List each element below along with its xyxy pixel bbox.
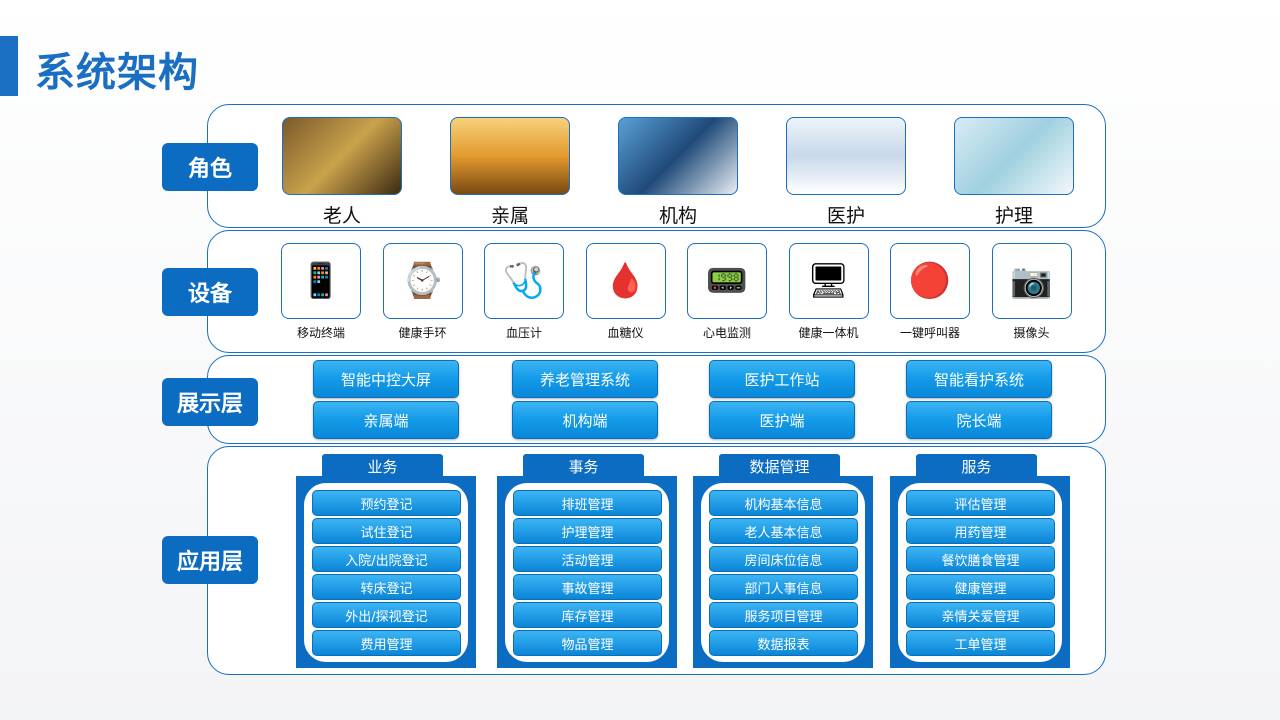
- device-image: 🩸: [585, 243, 666, 319]
- app-group-body: 排班管理护理管理活动管理事故管理库存管理物品管理: [505, 483, 669, 662]
- device-label: 移动终端: [296, 326, 345, 340]
- app-group-body: 机构基本信息老人基本信息房间床位信息部门人事信息服务项目管理数据报表: [701, 483, 865, 662]
- role-card: 亲属: [450, 117, 570, 228]
- role-card: 护理: [954, 117, 1074, 228]
- app-group-title: 服务: [916, 454, 1037, 478]
- app-module-item[interactable]: 机构基本信息: [709, 490, 858, 516]
- device-card: 🩺 血压计: [484, 243, 564, 341]
- layer-label-app: 应用层: [162, 536, 258, 584]
- device-card: 🖥 健康一体机: [788, 243, 869, 341]
- device-image: 📷: [991, 243, 1072, 319]
- device-icon: 📟: [705, 261, 749, 301]
- display-button[interactable]: 院长端: [906, 401, 1052, 439]
- app-module-item[interactable]: 用药管理: [906, 518, 1055, 544]
- app-module-item[interactable]: 餐饮膳食管理: [906, 546, 1055, 572]
- app-module-item[interactable]: 预约登记: [312, 490, 461, 516]
- device-image: 📱: [281, 243, 361, 319]
- device-image: ⌚: [382, 243, 463, 319]
- role-label: 护理: [994, 205, 1033, 227]
- device-icon: 🩺: [502, 261, 546, 301]
- app-module-item[interactable]: 库存管理: [513, 602, 662, 628]
- display-button[interactable]: 医护工作站: [709, 360, 855, 398]
- app-group: 排班管理护理管理活动管理事故管理库存管理物品管理: [497, 476, 677, 668]
- page-title: 系统架构: [35, 50, 199, 96]
- device-icon: 📱: [299, 261, 343, 301]
- device-card: 🔴 一键呼叫器: [890, 243, 970, 341]
- device-label: 心电监测: [702, 326, 751, 340]
- device-label: 血糖仪: [607, 326, 644, 340]
- device-card: 🩸 血糖仪: [585, 243, 666, 341]
- device-label: 健康一体机: [798, 326, 859, 340]
- layer-label-devices: 设备: [162, 268, 258, 316]
- app-module-item[interactable]: 部门人事信息: [709, 574, 858, 600]
- role-card: 医护: [786, 117, 906, 228]
- app-module-item[interactable]: 外出/探视登记: [312, 602, 461, 628]
- role-photo: [954, 117, 1074, 195]
- device-image: 🩺: [484, 243, 564, 319]
- device-image: 🔴: [890, 243, 970, 319]
- layer-label-roles: 角色: [162, 143, 258, 191]
- role-label: 医护: [826, 205, 865, 227]
- layer-label-display: 展示层: [162, 378, 258, 426]
- role-label: 机构: [658, 205, 697, 227]
- app-module-item[interactable]: 试住登记: [312, 518, 461, 544]
- device-label: 摄像头: [1013, 326, 1050, 340]
- app-group-body: 预约登记试住登记入院/出院登记转床登记外出/探视登记费用管理: [304, 483, 468, 662]
- role-label: 亲属: [490, 205, 529, 227]
- app-module-item[interactable]: 物品管理: [513, 630, 662, 656]
- role-label: 老人: [322, 205, 361, 227]
- app-module-item[interactable]: 房间床位信息: [709, 546, 858, 572]
- display-button[interactable]: 医护端: [709, 401, 855, 439]
- app-module-item[interactable]: 事故管理: [513, 574, 662, 600]
- role-card: 机构: [618, 117, 738, 228]
- app-group-title: 事务: [523, 454, 644, 478]
- device-image: 🖥: [788, 243, 869, 319]
- device-card: ⌚ 健康手环: [382, 243, 463, 341]
- app-module-item[interactable]: 入院/出院登记: [312, 546, 461, 572]
- device-icon: ⌚: [401, 261, 444, 301]
- device-image: 📟: [687, 243, 767, 319]
- app-module-item[interactable]: 评估管理: [906, 490, 1055, 516]
- display-button[interactable]: 智能中控大屏: [313, 360, 459, 398]
- app-module-item[interactable]: 转床登记: [312, 574, 461, 600]
- app-module-item[interactable]: 健康管理: [906, 574, 1055, 600]
- role-card: 老人: [282, 117, 402, 228]
- device-icon: 🖥: [806, 261, 851, 301]
- app-module-item[interactable]: 排班管理: [513, 490, 662, 516]
- app-module-item[interactable]: 活动管理: [513, 546, 662, 572]
- app-group: 评估管理用药管理餐饮膳食管理健康管理亲情关爱管理工单管理: [890, 476, 1070, 668]
- role-photo: [282, 117, 402, 195]
- display-button[interactable]: 亲属端: [313, 401, 459, 439]
- display-button[interactable]: 养老管理系统: [512, 360, 658, 398]
- device-icon: 🩸: [604, 261, 647, 301]
- display-button[interactable]: 机构端: [512, 401, 658, 439]
- app-group-title: 业务: [322, 454, 443, 478]
- app-group: 机构基本信息老人基本信息房间床位信息部门人事信息服务项目管理数据报表: [693, 476, 873, 668]
- app-module-item[interactable]: 费用管理: [312, 630, 461, 656]
- app-group-title: 数据管理: [719, 454, 840, 478]
- app-module-item[interactable]: 护理管理: [513, 518, 662, 544]
- app-group: 预约登记试住登记入院/出院登记转床登记外出/探视登记费用管理: [296, 476, 476, 668]
- device-card: 📟 心电监测: [687, 243, 767, 341]
- device-icon: 🔴: [908, 261, 952, 301]
- app-group-body: 评估管理用药管理餐饮膳食管理健康管理亲情关爱管理工单管理: [898, 483, 1062, 662]
- device-icon: 📷: [1010, 261, 1053, 301]
- app-module-item[interactable]: 亲情关爱管理: [906, 602, 1055, 628]
- app-module-item[interactable]: 服务项目管理: [709, 602, 858, 628]
- app-module-item[interactable]: 老人基本信息: [709, 518, 858, 544]
- role-photo: [618, 117, 738, 195]
- display-button[interactable]: 智能看护系统: [906, 360, 1052, 398]
- device-label: 血压计: [505, 326, 542, 340]
- device-card: 📷 摄像头: [991, 243, 1072, 341]
- device-label: 健康手环: [398, 326, 447, 340]
- role-photo: [450, 117, 570, 195]
- device-card: 📱 移动终端: [281, 243, 361, 341]
- role-photo: [786, 117, 906, 195]
- title-accent-bar: [0, 36, 18, 96]
- app-module-item[interactable]: 工单管理: [906, 630, 1055, 656]
- device-label: 一键呼叫器: [899, 326, 960, 340]
- app-module-item[interactable]: 数据报表: [709, 630, 858, 656]
